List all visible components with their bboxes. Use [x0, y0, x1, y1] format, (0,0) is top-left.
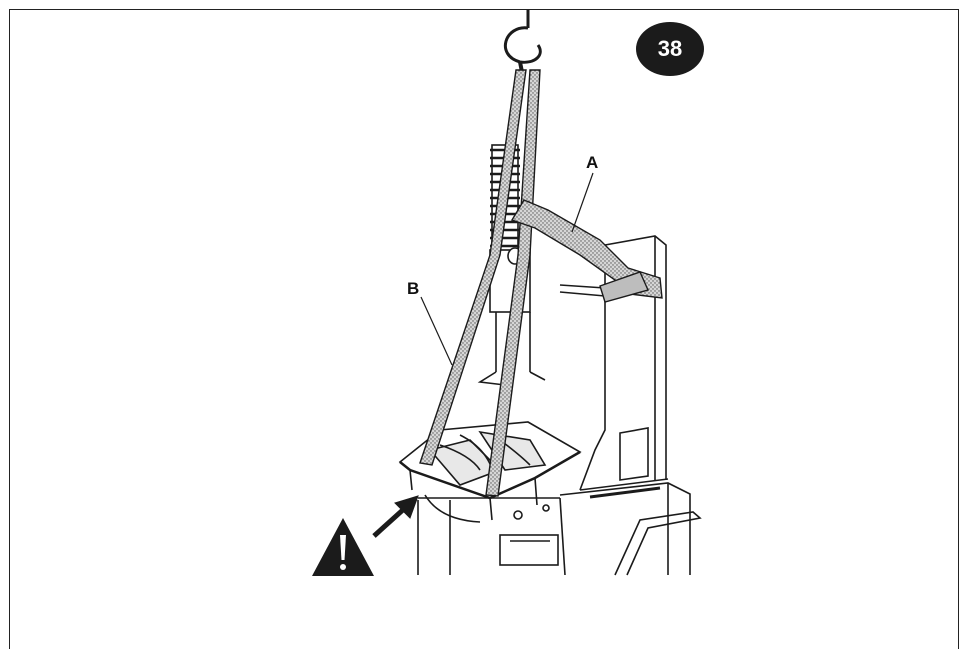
figure-number-badge: 38	[636, 22, 704, 76]
warning-arrow	[372, 495, 419, 538]
machine-column	[559, 235, 669, 499]
lifting-strap-a	[510, 199, 663, 303]
machine-base	[417, 482, 702, 576]
callout-label-b: B	[407, 279, 420, 298]
callout-leaders	[420, 172, 594, 366]
callout-label-a: A	[586, 153, 599, 172]
warning-triangle-icon	[312, 518, 374, 576]
figure-frame	[9, 9, 959, 649]
crane-hook	[503, 10, 542, 73]
figure-number: 38	[657, 36, 683, 61]
lifting-strap-b	[419, 69, 541, 497]
